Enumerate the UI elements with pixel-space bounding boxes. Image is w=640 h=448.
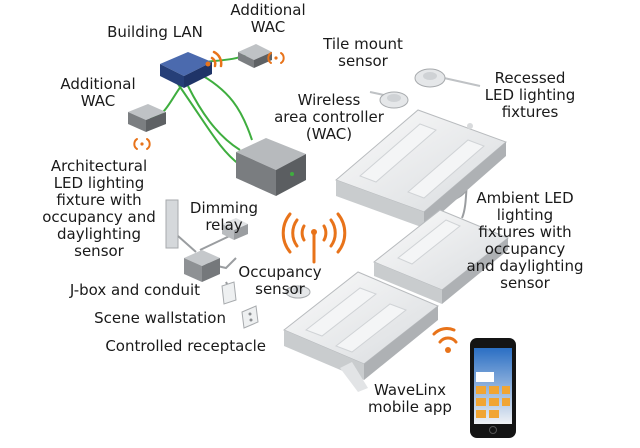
label-scene-wallstation: Scene wallstation: [94, 309, 226, 327]
j-box-device: [184, 250, 220, 282]
label-additional-wac-left: Additional WAC: [60, 75, 136, 110]
label-ambient-fixtures: Ambient LED lighting fixtures with occup…: [466, 189, 584, 292]
tile-mount-sensors: [369, 68, 481, 109]
architectural-fixture-small: [165, 199, 197, 253]
label-occupancy-sensor: Occupancy sensor: [238, 263, 322, 298]
label-tile-mount-sensor: Tile mount sensor: [323, 35, 403, 70]
label-wireless-area-controller: Wireless area controller (WAC): [274, 91, 384, 143]
building-lan-switch: [160, 52, 212, 88]
architectural-led-fixture: [283, 271, 439, 392]
wifi-icon-phone: [432, 327, 458, 353]
controlled-receptacle-device: [241, 305, 259, 329]
scene-wallstation-device: [221, 281, 237, 305]
label-dimming-relay: Dimming relay: [189, 199, 259, 234]
additional-wac-left-device: [128, 104, 166, 132]
label-controlled-receptacle: Controlled receptacle: [105, 337, 266, 355]
wireless-signal-icon: [281, 212, 347, 264]
label-architectural-fixture: Architectural LED lighting fixture with …: [42, 157, 156, 260]
occupancy-sensor-device: [285, 285, 311, 299]
wireless-area-controller-device: [236, 138, 306, 196]
label-building-lan: Building LAN: [107, 23, 203, 41]
mobile-phone: [470, 338, 516, 438]
recessed-led-fixture: [335, 109, 507, 228]
dimming-relay-device: [222, 218, 248, 240]
label-additional-wac-top: Additional WAC: [230, 1, 306, 36]
label-jbox-conduit: J-box and conduit: [69, 281, 200, 299]
additional-wac-top-device: [238, 44, 272, 68]
ambient-led-fixture: [373, 209, 509, 304]
label-mobile-app: WaveLinx mobile app: [368, 381, 452, 416]
wifi-icon-lan: [205, 50, 223, 68]
wifi-icon-wac-top: [267, 52, 285, 64]
wifi-icon-wac-left: [133, 138, 151, 150]
label-recessed-fixtures: Recessed LED lighting fixtures: [484, 69, 576, 121]
